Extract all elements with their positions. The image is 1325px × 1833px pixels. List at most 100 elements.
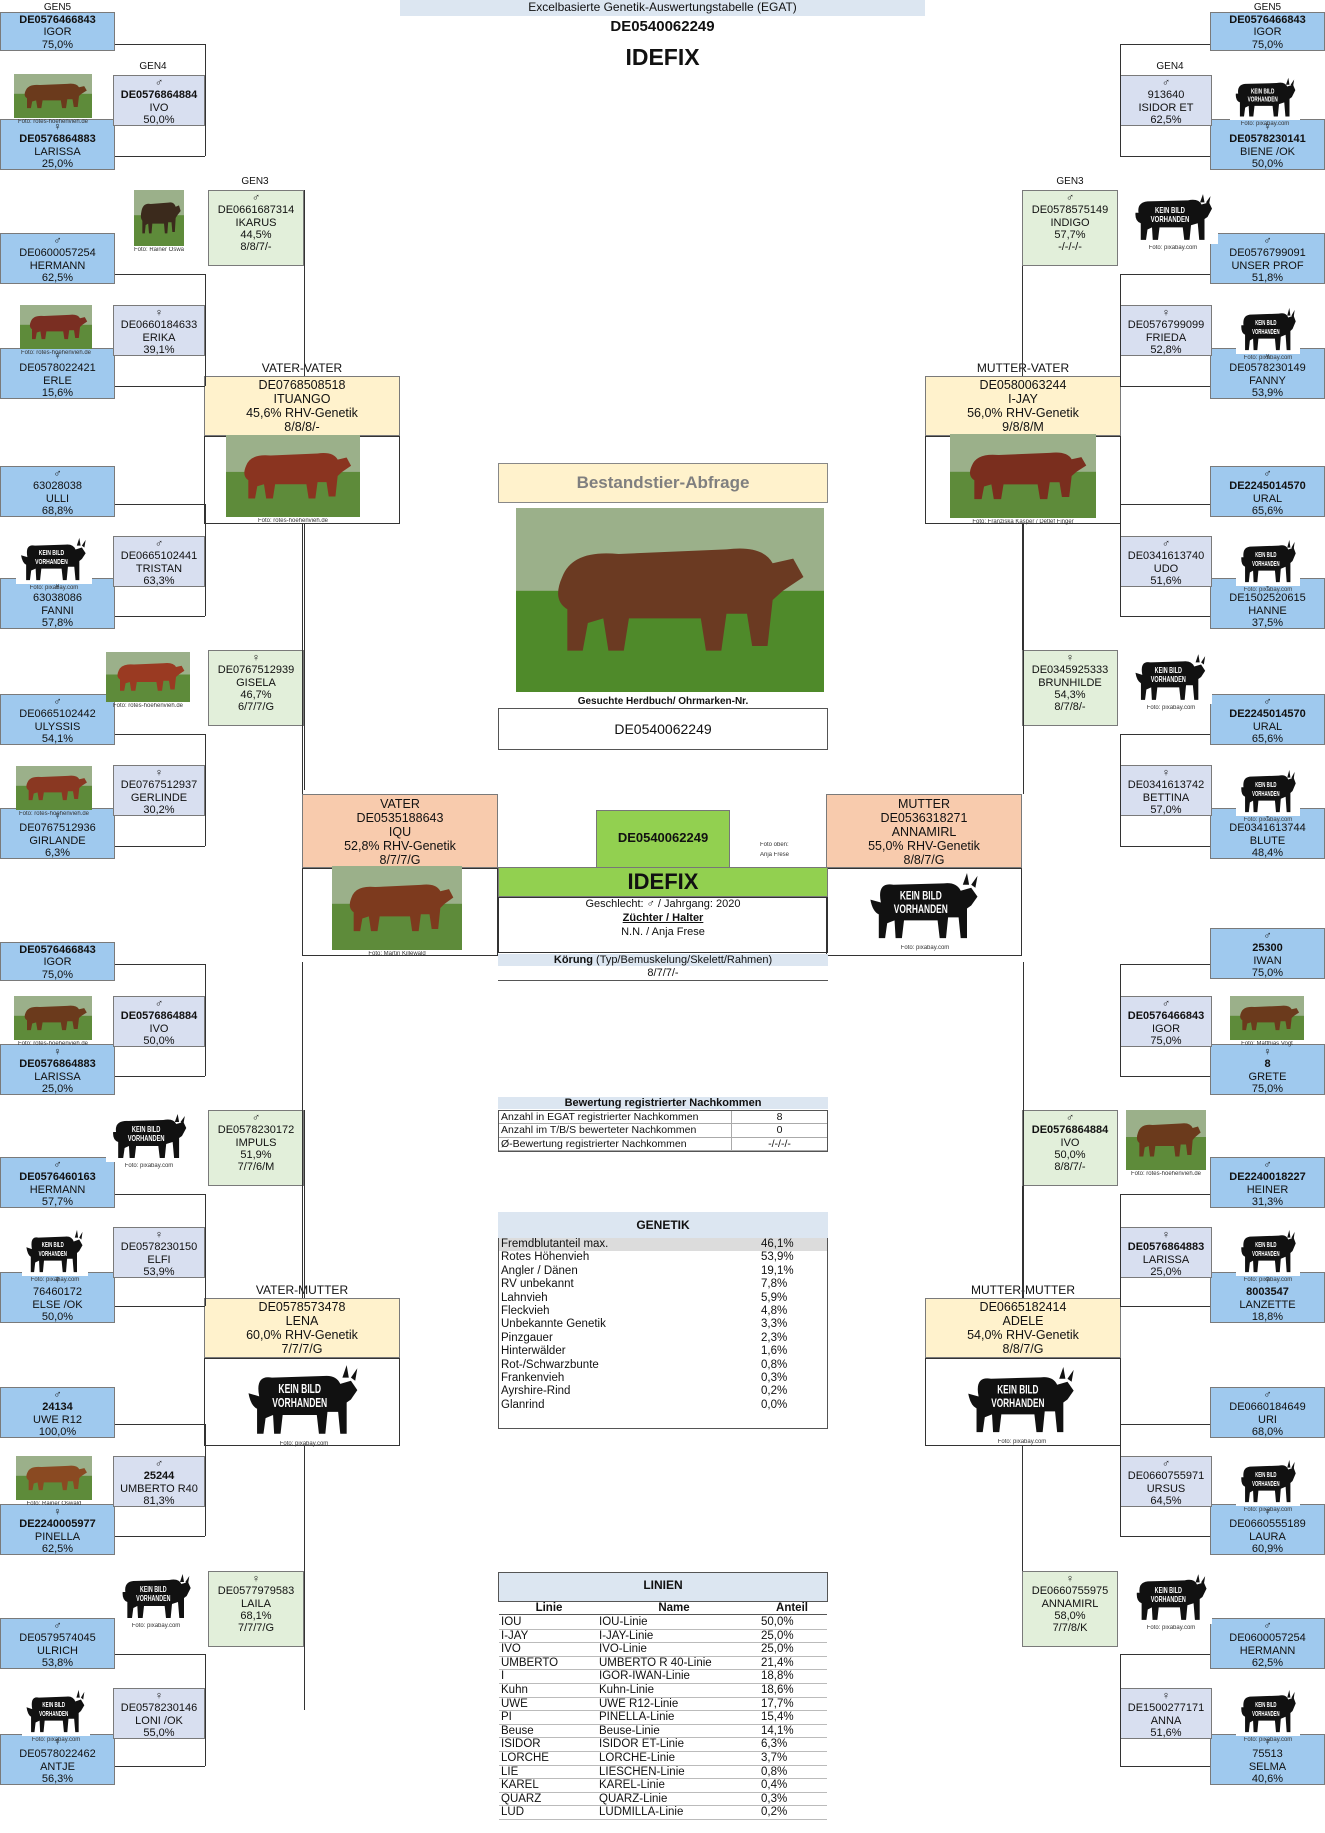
offspring-label: Anzahl im T/B/S bewerteter Nachkommen — [501, 1124, 697, 1137]
no-image-line2: VORHANDEN — [1252, 1480, 1280, 1489]
animal-id: DE1502520615 — [1229, 592, 1306, 605]
linien-anteil: 14,1% — [761, 1724, 794, 1737]
genetik-label: Rotes Höhenvieh — [501, 1251, 590, 1264]
genetik-label: Rot-/Schwarzbunte — [501, 1358, 599, 1371]
role-label-mutter_vater: MUTTER-VATER — [976, 362, 1070, 375]
search-input[interactable]: DE0540062249 — [498, 708, 828, 750]
animal-percent: 39,1% — [143, 343, 175, 356]
connector — [304, 190, 305, 328]
animal-name: LANZETTE — [1239, 1298, 1296, 1311]
linien-name: LIESCHEN-Linie — [599, 1765, 685, 1778]
animal-id: DE0341613742 — [1127, 779, 1205, 792]
animal-name: UNSER PROF — [1231, 259, 1304, 272]
animal-id: DE0661687314 — [217, 204, 295, 217]
no-image-line1: KEIN BILD — [1255, 1241, 1277, 1250]
animal-score: 6/7/7/G — [237, 701, 275, 714]
center-id-box — [596, 810, 730, 868]
animal-name: INDIGO — [1050, 216, 1090, 229]
animal-name: ULLI — [45, 492, 70, 505]
animal-id: DE0600057254 — [19, 247, 96, 260]
animal-percent: 54,1% — [41, 732, 74, 745]
animal-id: DE0576864883 — [1127, 1241, 1205, 1254]
no-image-line2: VORHANDEN — [1151, 676, 1186, 684]
animal-name: BRUNHILDE — [1038, 676, 1102, 689]
animal-percent: 40,6% — [1251, 1772, 1284, 1785]
photo-credit: Foto: rotes-hoehenvieh.de — [18, 811, 90, 817]
offspring-title: Bewertung registrierter Nachkommen — [564, 1097, 762, 1109]
animal-percent: 15,6% — [41, 386, 74, 399]
genetik-table: Fremdblutanteil max.46,1%Rotes Höhenvieh… — [499, 1238, 827, 1412]
no-image-line1: KEIN BILD — [1255, 551, 1277, 560]
sex-symbol: ♀ — [1263, 350, 1272, 362]
genetik-value: 1,6% — [761, 1345, 788, 1358]
animal-id: DE0576864884 — [120, 1010, 198, 1023]
photo-credit: Foto: Matthias Vogt — [1241, 1041, 1293, 1047]
